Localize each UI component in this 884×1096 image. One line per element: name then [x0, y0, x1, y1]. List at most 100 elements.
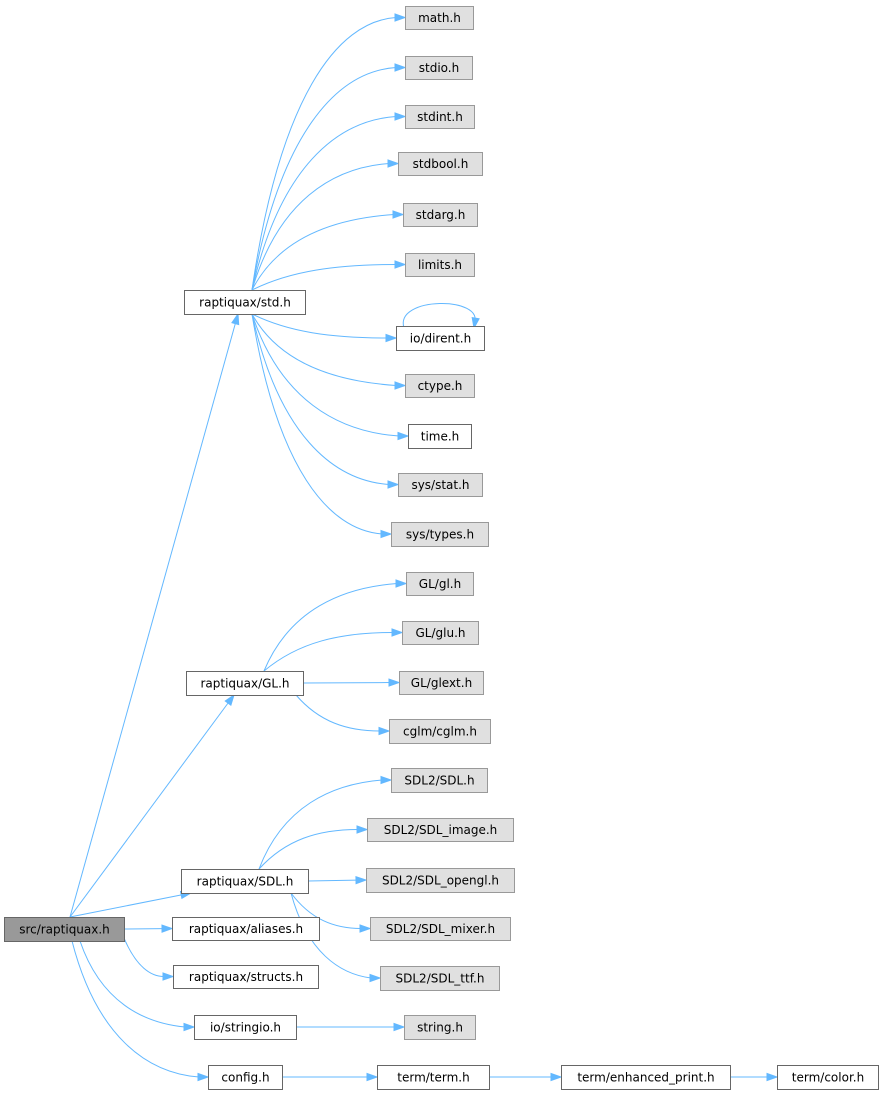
node-label: GL/gl.h — [419, 577, 461, 591]
edge-std-to-limits — [251, 260, 407, 291]
edge-glmod-to-glu — [263, 628, 404, 672]
node-sdlmod[interactable]: raptiquax/SDL.h — [181, 869, 309, 894]
node-box — [391, 768, 488, 793]
edges-layer — [69, 13, 779, 1082]
node-label: SDL2/SDL_ttf.h — [396, 972, 485, 986]
node-box — [406, 572, 474, 596]
node-std[interactable]: raptiquax/std.h — [184, 290, 306, 315]
node-glmod[interactable]: raptiquax/GL.h — [186, 671, 304, 696]
edge-std-to-systypes — [251, 313, 393, 539]
node-box — [366, 868, 515, 893]
node-box — [181, 869, 309, 894]
node-box — [403, 203, 478, 227]
edge-std-to-time — [251, 313, 410, 441]
node-sdlimage: SDL2/SDL_image.h — [367, 818, 514, 842]
node-label: stdint.h — [417, 110, 463, 124]
node-box — [391, 522, 489, 547]
node-box — [405, 56, 473, 80]
node-box — [186, 671, 304, 696]
node-term[interactable]: term/term.h — [377, 1065, 490, 1090]
node-box — [561, 1065, 731, 1090]
nodes-layer: src/raptiquax.h raptiquax/std.h math.h stdi… — [4, 6, 879, 1090]
edge-std-to-stdarg — [251, 210, 405, 291]
node-label: term/term.h — [397, 1071, 469, 1085]
node-box — [404, 1015, 476, 1040]
node-box — [777, 1065, 879, 1090]
edge-root-to-structs — [123, 937, 175, 981]
node-label: io/dirent.h — [410, 332, 471, 346]
node-sysstat: sys/stat.h — [398, 473, 483, 497]
node-label: io/stringio.h — [210, 1021, 281, 1035]
node-label: time.h — [421, 430, 460, 444]
node-label: limits.h — [418, 258, 462, 272]
node-color[interactable]: term/color.h — [777, 1065, 879, 1090]
node-glu: GL/glu.h — [402, 621, 479, 645]
edge-std-to-sysstat — [251, 313, 400, 489]
node-sdl: SDL2/SDL.h — [391, 768, 488, 793]
edge-enhanced-to-color — [730, 1072, 779, 1082]
node-box — [405, 374, 475, 398]
node-label: math.h — [418, 11, 461, 25]
node-stdarg: stdarg.h — [403, 203, 478, 227]
node-label: SDL2/SDL.h — [404, 774, 474, 788]
node-systypes: sys/types.h — [391, 522, 489, 547]
node-stdint: stdint.h — [405, 105, 475, 129]
node-root[interactable]: src/raptiquax.h — [4, 917, 125, 942]
node-ctype: ctype.h — [405, 374, 475, 398]
node-label: config.h — [221, 1071, 269, 1085]
node-label: raptiquax/aliases.h — [189, 922, 303, 936]
node-box — [398, 473, 483, 497]
node-label: raptiquax/structs.h — [189, 970, 303, 984]
node-sdlttf: SDL2/SDL_ttf.h — [380, 966, 500, 991]
node-label: cglm/cglm.h — [403, 725, 477, 739]
node-structs[interactable]: raptiquax/structs.h — [173, 965, 319, 989]
node-box — [402, 621, 479, 645]
node-label: SDL2/SDL_opengl.h — [382, 874, 499, 888]
edge-root-to-glmod — [69, 693, 235, 918]
node-box — [405, 6, 474, 30]
node-box — [4, 917, 125, 942]
node-enhanced[interactable]: term/enhanced_print.h — [561, 1065, 731, 1090]
node-stringio[interactable]: io/stringio.h — [194, 1015, 297, 1040]
node-box — [380, 966, 500, 991]
node-label: src/raptiquax.h — [19, 923, 110, 937]
edge-std-to-dirent — [251, 313, 398, 343]
edge-std-to-math — [251, 13, 407, 291]
node-math: math.h — [405, 6, 474, 30]
node-box — [405, 105, 475, 129]
node-stdio: stdio.h — [405, 56, 473, 80]
node-config[interactable]: config.h — [208, 1065, 283, 1090]
node-box — [398, 152, 483, 176]
edge-term-to-enhanced — [489, 1072, 563, 1082]
node-box — [408, 424, 472, 449]
node-box — [405, 253, 475, 277]
node-box — [194, 1015, 297, 1040]
node-glext: GL/glext.h — [399, 671, 484, 695]
node-time[interactable]: time.h — [408, 424, 472, 449]
edge-dirent-to-dirent — [402, 303, 480, 330]
node-label: GL/glext.h — [411, 676, 472, 690]
edge-std-to-ctype — [251, 313, 407, 390]
node-label: ctype.h — [418, 379, 463, 393]
node-sdlmixer: SDL2/SDL_mixer.h — [370, 917, 511, 941]
edge-glmod-to-cglm — [295, 694, 391, 736]
node-label: term/color.h — [792, 1071, 864, 1085]
edge-std-to-stdio — [251, 63, 407, 291]
node-label: raptiquax/GL.h — [200, 677, 289, 691]
node-label: stdio.h — [419, 61, 459, 75]
node-box — [367, 818, 514, 842]
edge-std-to-stdbool — [251, 159, 400, 291]
edge-root-to-std — [69, 312, 240, 918]
edge-std-to-stdint — [251, 112, 407, 291]
node-label: stdarg.h — [416, 208, 466, 222]
node-label: SDL2/SDL_mixer.h — [386, 922, 495, 936]
node-dirent[interactable]: io/dirent.h — [396, 326, 485, 351]
node-label: string.h — [417, 1021, 463, 1035]
edge-root-to-config — [71, 940, 210, 1082]
edge-root-to-sdlmod — [69, 890, 193, 918]
node-aliases[interactable]: raptiquax/aliases.h — [172, 917, 320, 941]
node-label: raptiquax/SDL.h — [197, 875, 294, 889]
node-cglm: cglm/cglm.h — [389, 719, 491, 744]
node-label: GL/glu.h — [415, 626, 465, 640]
